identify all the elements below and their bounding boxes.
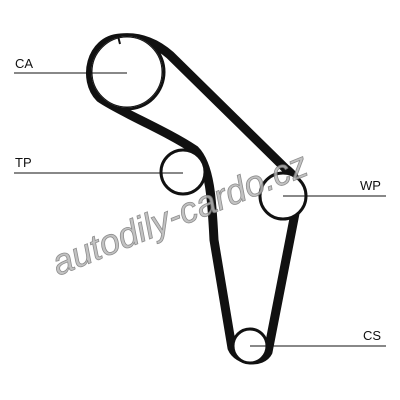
- water-pump-label: WP: [360, 178, 381, 193]
- camshaft-label: CA: [15, 56, 33, 71]
- camshaft-pulley-inner: [91, 36, 163, 108]
- tensioner-label: TP: [15, 155, 32, 170]
- crankshaft-label: CS: [363, 328, 381, 343]
- tensioner-pulley: [159, 148, 207, 196]
- camshaft-timing-mark: [117, 35, 121, 45]
- camshaft-pulley: [88, 33, 166, 111]
